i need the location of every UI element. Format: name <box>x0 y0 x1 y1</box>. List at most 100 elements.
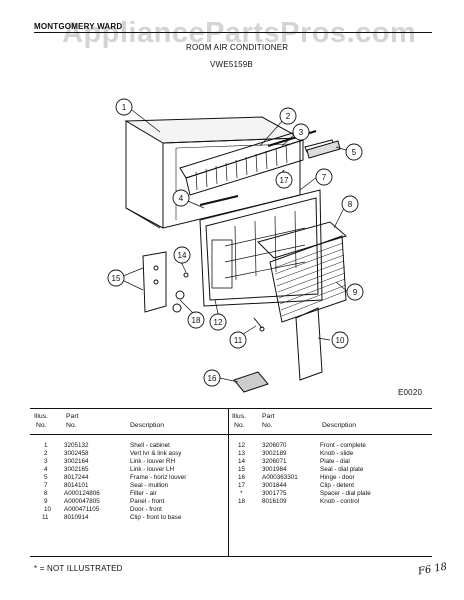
table-cell-part: A000124806 <box>64 490 100 497</box>
watermark: AppliancePartsPros.com <box>62 17 417 49</box>
table-cell-part: 3002165 <box>64 466 89 473</box>
table-cell-illus: 12 <box>238 442 246 449</box>
table-cell-illus: 2 <box>44 450 48 457</box>
header-underline <box>34 32 432 33</box>
table-cell-illus: 17 <box>238 482 246 489</box>
callout-17: 17 <box>275 171 293 189</box>
callout-label: 2 <box>286 112 291 121</box>
header-illus-left: Illus. <box>34 413 48 420</box>
table-cell-desc: Seal - mullion <box>130 482 169 489</box>
callout-12: 12 <box>209 313 227 331</box>
table-cell-desc: Seal - dial plate <box>320 466 364 473</box>
callout-2: 2 <box>279 107 297 125</box>
callout-label: 4 <box>179 194 184 203</box>
callout-4: 4 <box>172 189 190 207</box>
callout-label: 9 <box>353 288 358 297</box>
table-cell-desc: Door - front <box>130 506 162 513</box>
table-cell-illus: 18 <box>238 498 246 505</box>
front-door-drawing <box>295 307 323 381</box>
table-cell-illus: 1 <box>44 442 48 449</box>
not-illustrated-note: * = NOT ILLUSTRATED <box>34 564 123 573</box>
table-cell-illus: 10 <box>44 506 52 513</box>
table-cell-illus: 8 <box>44 490 48 497</box>
header-desc-left: Description <box>130 422 164 429</box>
table-cell-part: 8010914 <box>64 514 89 521</box>
table-cell-illus: 11 <box>42 514 49 521</box>
table-cell-desc: Shell - cabinet <box>130 442 170 449</box>
table-cell-illus: 4 <box>44 466 48 473</box>
table-cell-illus: 5 <box>44 474 48 481</box>
dial-plate-drawing <box>142 251 167 313</box>
callout-10: 10 <box>331 331 349 349</box>
table-cell-illus: 13 <box>238 450 246 457</box>
control-knob-drawing <box>172 272 189 313</box>
table-cell-part: 3206071 <box>262 458 287 465</box>
header-partno-right: No. <box>262 422 273 429</box>
callout-16: 16 <box>203 369 221 387</box>
callout-label: 5 <box>352 148 357 157</box>
callout-label: 8 <box>348 200 353 209</box>
table-cell-part: A000047805 <box>64 498 100 505</box>
header-part-right: Part <box>262 413 275 420</box>
callout-label: 3 <box>299 128 304 137</box>
table-cell-desc: Hinge - door <box>320 474 355 481</box>
table-cell-desc: Knob - slide <box>320 450 354 457</box>
table-cell-part: 3206070 <box>262 442 287 449</box>
table-cell-desc: Vert lvr & link assy <box>130 450 182 457</box>
table-cell-desc: Frame - horiz louver <box>130 474 187 481</box>
horiz-louver-frame-drawing <box>306 140 341 159</box>
table-cell-part: 3205132 <box>64 442 89 449</box>
table-cell-illus: 15 <box>238 466 246 473</box>
table-cell-desc: Plate - dial <box>320 458 350 465</box>
callout-9: 9 <box>346 283 364 301</box>
callout-5: 5 <box>345 143 363 161</box>
header-part-left: Part <box>66 413 79 420</box>
header-partno-left: No. <box>66 422 77 429</box>
page-title: ROOM AIR CONDITIONER <box>186 43 289 52</box>
table-cell-part: A000363301 <box>262 474 298 481</box>
brand-header: MONTGOMERY WARD <box>34 22 123 31</box>
callout-label: 16 <box>208 374 217 383</box>
table-cell-part: A000471105 <box>64 506 100 513</box>
table-cell-part: 8016109 <box>262 498 287 505</box>
air-filter-drawing <box>257 221 348 259</box>
table-cell-illus: 7 <box>44 482 48 489</box>
table-cell-desc: Knob - control <box>320 498 360 505</box>
callout-label: 12 <box>214 318 223 327</box>
diagram-code: E0020 <box>398 388 423 397</box>
callout-label: 11 <box>234 336 243 345</box>
shell-cabinet-drawing <box>124 116 302 229</box>
front-frame-drawing <box>199 189 323 307</box>
callout-7: 7 <box>315 168 333 186</box>
table-cell-desc: Spacer - dial plate <box>320 490 371 497</box>
footer-rule <box>30 556 432 557</box>
table-header-border <box>30 434 432 435</box>
table-cell-desc: Filter - air <box>130 490 157 497</box>
door-hinge-drawing <box>233 371 269 393</box>
table-cell-part: 8014101 <box>64 482 89 489</box>
callout-label: 1 <box>122 103 127 112</box>
table-cell-part: 8017244 <box>64 474 89 481</box>
table-cell-part: 3001775 <box>262 490 287 497</box>
callout-11: 11 <box>229 331 247 349</box>
callout-label: 18 <box>192 316 201 325</box>
callout-label: 14 <box>178 251 187 260</box>
callout-3: 3 <box>292 123 310 141</box>
callout-15: 15 <box>107 269 125 287</box>
header-no-left: No. <box>36 422 47 429</box>
table-cell-illus: 16 <box>238 474 246 481</box>
table-cell-part: 3002458 <box>64 450 89 457</box>
table-cell-part: 3001984 <box>262 466 287 473</box>
table-cell-part: 3002164 <box>64 458 89 465</box>
callout-label: 7 <box>322 173 327 182</box>
table-cell-desc: Clip - front to base <box>130 514 182 521</box>
table-cell-desc: Link - louver LH <box>130 466 175 473</box>
table-cell-part: 3001844 <box>262 482 287 489</box>
callout-label: 17 <box>280 176 289 185</box>
table-top-border <box>30 408 432 409</box>
table-cell-illus: 9 <box>44 498 48 505</box>
callout-1: 1 <box>115 98 133 116</box>
callout-18: 18 <box>187 311 205 329</box>
front-panel-drawing <box>269 235 347 323</box>
